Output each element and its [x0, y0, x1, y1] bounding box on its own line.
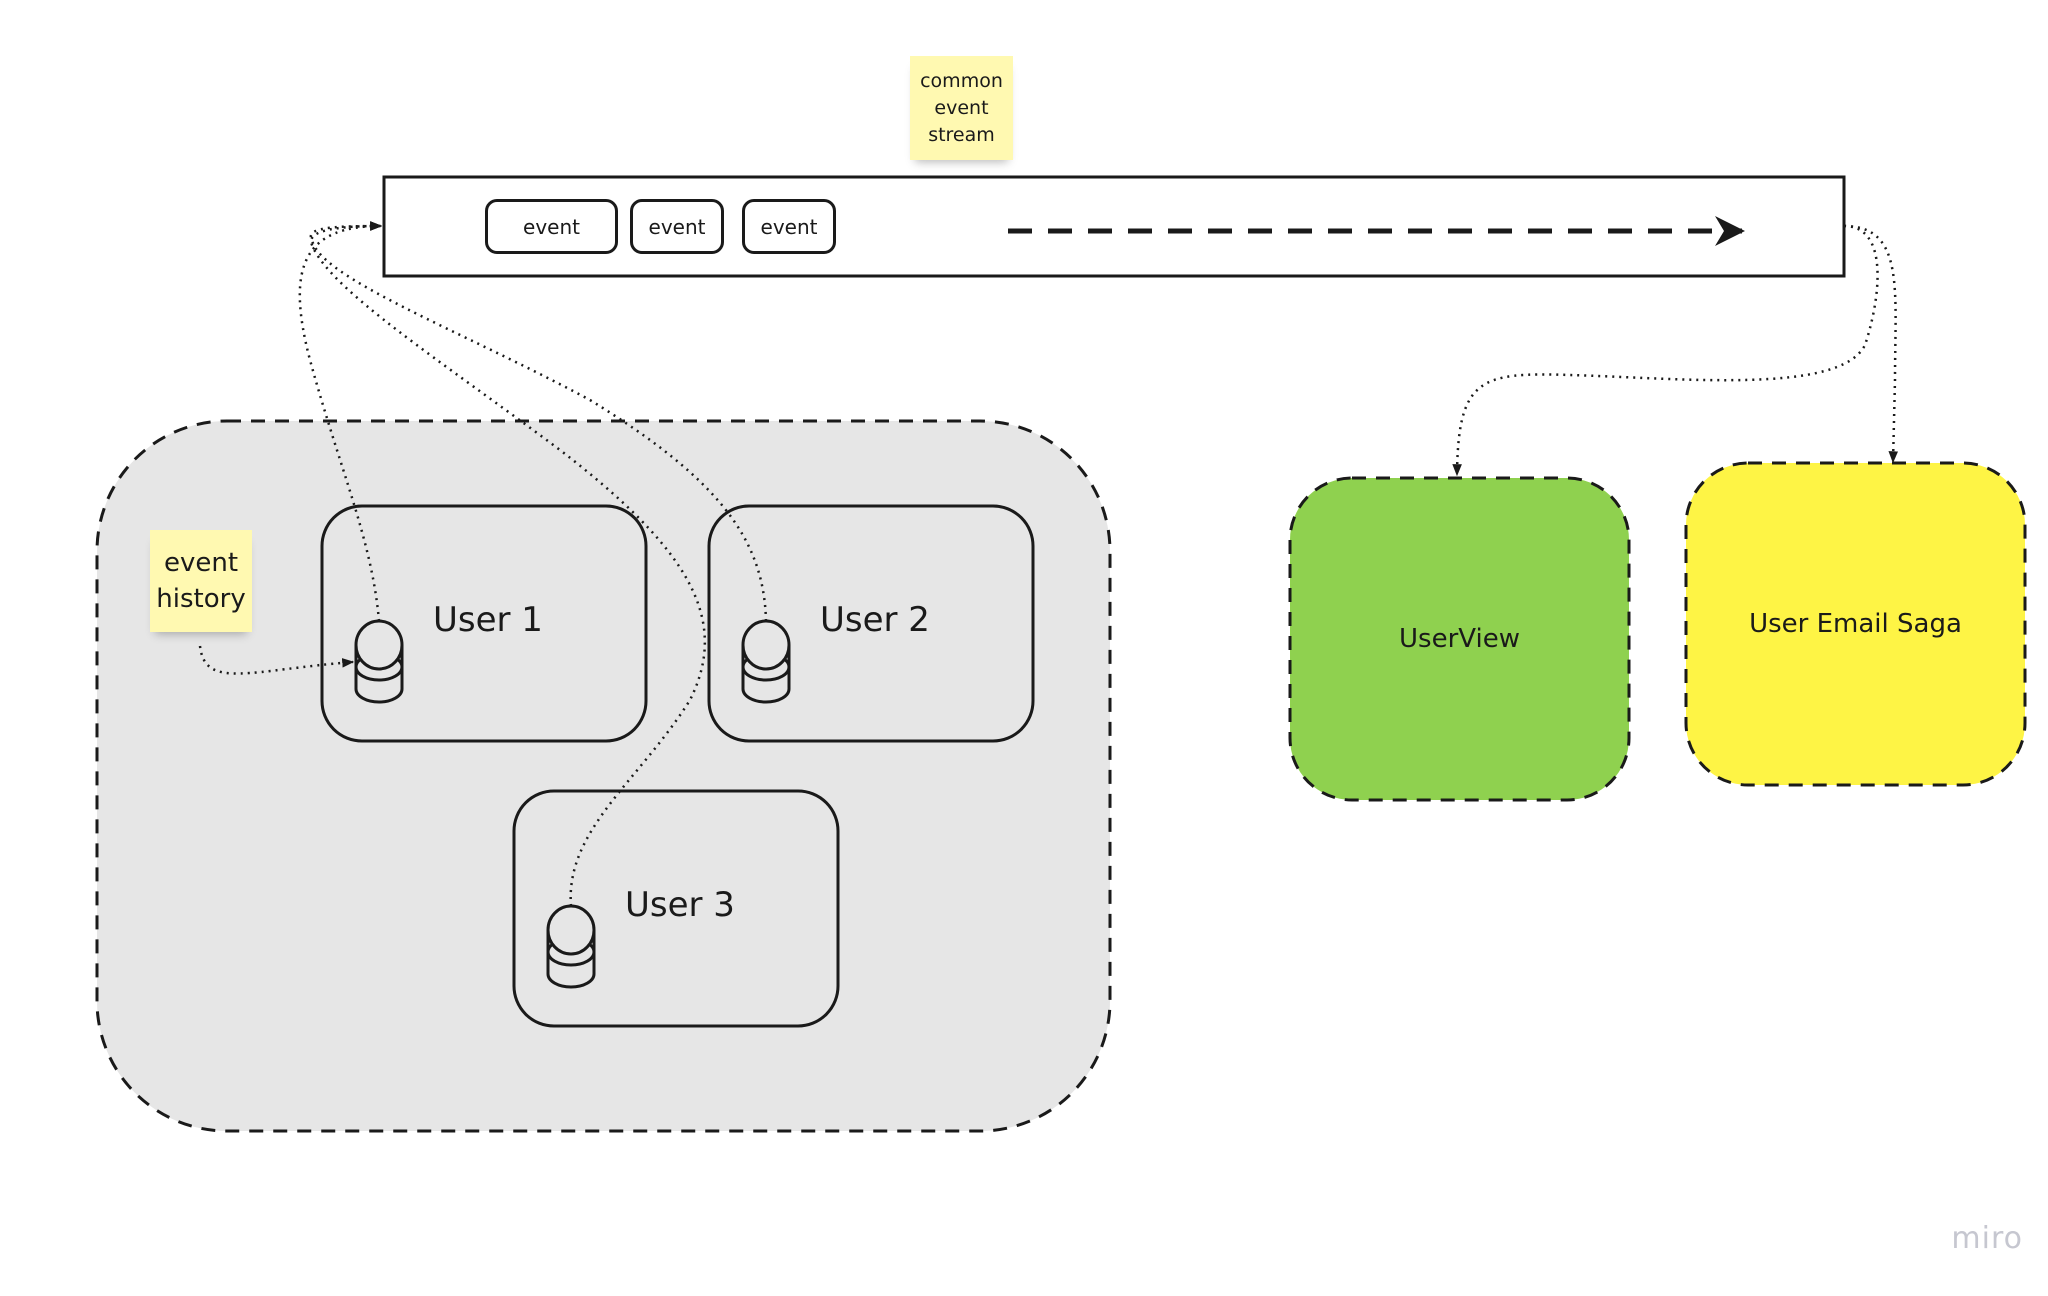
connector-user3-to-stream[interactable]: [309, 221, 707, 907]
user-email-saga-label: User Email Saga: [1749, 609, 1962, 639]
connector-user2-to-stream[interactable]: [309, 221, 768, 622]
connector-user1-to-stream[interactable]: [298, 221, 383, 622]
connector-stream-to-userview-path[interactable]: [1452, 224, 1879, 477]
connector-history-to-user1[interactable]: [198, 645, 355, 675]
common-event-stream-note[interactable]: common event stream: [910, 56, 1013, 160]
event-box-1[interactable]: event: [485, 199, 618, 254]
event-box-2[interactable]: event: [630, 199, 724, 254]
userview-label: UserView: [1399, 624, 1520, 654]
userview-box[interactable]: [1288, 476, 1631, 802]
user-3-database-icon: [546, 904, 596, 989]
user-email-saga-box[interactable]: [1684, 461, 2027, 787]
user-3-label: User 3: [625, 885, 735, 925]
connector-stream-to-saga[interactable]: [1843, 224, 1899, 464]
user-2-database-icon: [741, 619, 791, 704]
user-1-database-icon: [354, 619, 404, 704]
miro-watermark: miro: [1951, 1221, 2023, 1256]
event-box-3[interactable]: event: [742, 199, 836, 254]
event-stream-bar[interactable]: [382, 175, 1846, 278]
user-2-label: User 2: [820, 600, 930, 640]
event-history-note[interactable]: event history: [150, 530, 252, 632]
user-1-label: User 1: [433, 600, 543, 640]
